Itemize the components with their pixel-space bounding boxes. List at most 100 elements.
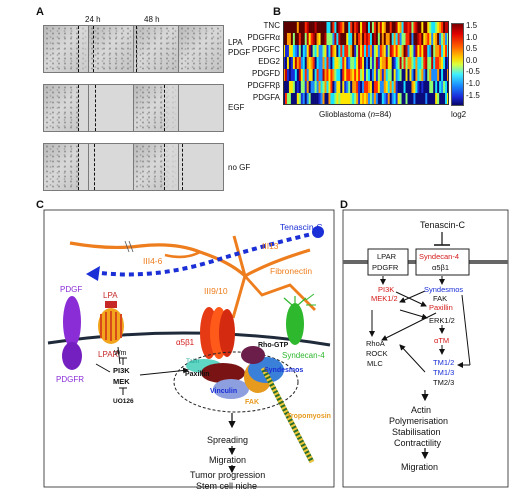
heatmap-cell — [397, 57, 400, 70]
heatmap-cell — [415, 57, 418, 70]
heatmap-cell — [437, 81, 440, 94]
heatmap-cell — [358, 69, 361, 82]
heatmap-cell — [306, 69, 309, 82]
scale-tick-7: -1.5 — [466, 90, 480, 100]
time-label-48h: 48 h — [144, 15, 160, 24]
heatmap-cell — [375, 69, 379, 82]
heatmap-cell — [377, 81, 381, 94]
heatmap-cell — [312, 69, 315, 82]
heatmap-cell — [387, 57, 391, 70]
heatmap-cell — [403, 81, 406, 94]
label-tenascin-c: Tenascin-C — [280, 222, 323, 232]
heatmap-cell — [304, 69, 308, 82]
heatmap-cell — [290, 93, 294, 105]
heatmap-cell — [393, 21, 396, 34]
heatmap-cell — [300, 93, 304, 105]
heatmap-cell — [385, 93, 389, 105]
heatmap-cell — [284, 93, 288, 105]
heatmap-cell — [413, 69, 416, 82]
heatmap-cell — [381, 21, 385, 34]
heatmap-cell — [286, 21, 290, 34]
heatmap-cell — [358, 21, 361, 34]
label-stem-cell-niche: Stem cell niche — [196, 481, 257, 491]
heatmap-cell — [292, 45, 296, 58]
heatmap-cell — [403, 69, 406, 82]
heatmap-cell — [395, 57, 398, 70]
heatmap-cell — [302, 45, 306, 58]
micrograph-lpa-pdgf-48h-b — [178, 25, 224, 73]
heatmap-cell — [298, 81, 302, 94]
heatmap-cell — [379, 33, 383, 46]
heatmap-cell — [306, 57, 309, 70]
heatmap-cell — [421, 33, 424, 46]
heatmap-cell — [316, 57, 319, 70]
heatmap-cell — [298, 57, 302, 70]
heatmap-cell — [413, 81, 416, 94]
heatmap-cell — [336, 69, 339, 82]
heatmap-cell — [342, 93, 345, 105]
heatmap-cell — [373, 69, 377, 82]
heatmap-cell — [443, 69, 446, 82]
label-spreading: Spreading — [207, 435, 248, 445]
label-d-rhoa: RhoA — [366, 339, 385, 348]
heatmap-cell — [362, 69, 365, 82]
heatmap-cell — [369, 33, 373, 46]
heatmap-cell — [318, 57, 321, 70]
syndecan-4-receptor — [286, 303, 304, 345]
pdgfr-receptor-top — [63, 296, 81, 348]
heatmap-cell — [409, 93, 412, 105]
heatmap-cell — [298, 33, 302, 46]
heatmap-xlabel-count: =84) — [375, 110, 392, 119]
heatmap-cell — [318, 45, 321, 58]
heatmap-cell — [328, 45, 331, 58]
heatmap-cell — [352, 69, 355, 82]
panel-letter-c: C — [36, 199, 44, 211]
heatmap-cell — [356, 81, 359, 94]
scale-label: log2 — [451, 110, 467, 119]
heatmap-cell — [431, 69, 434, 82]
heatmap-cell — [332, 33, 335, 46]
label-pdgfr: PDGFR — [56, 375, 84, 384]
heatmap-cell — [292, 93, 296, 105]
heatmap-cell — [399, 45, 402, 58]
panel-c-frame — [43, 209, 335, 488]
heatmap-cell — [332, 69, 335, 82]
heatmap-cell — [425, 93, 428, 105]
heatmap-cell — [342, 21, 345, 34]
lpar-pdgfr-box — [367, 248, 409, 276]
heatmap-cell — [292, 69, 296, 82]
heatmap-cell — [411, 69, 414, 82]
heatmap-cell — [310, 21, 313, 34]
heatmap-cell — [288, 45, 292, 58]
heatmap-cell — [354, 21, 357, 34]
heatmap-cell — [399, 21, 402, 34]
heatmap-cell — [356, 93, 359, 105]
heatmap-cell — [364, 45, 367, 58]
heatmap-cell — [306, 93, 309, 105]
heatmap-cell — [397, 33, 400, 46]
heatmap-cell — [409, 57, 412, 70]
heatmap-cell — [401, 45, 404, 58]
label-fak: FAK — [245, 399, 259, 406]
heatmap-cell — [375, 21, 379, 34]
heatmap-cell — [367, 69, 371, 82]
color-scale-bar — [451, 23, 464, 106]
label-d-actin: Actin — [411, 405, 431, 415]
gene-label-pdgfrb: PDGFRβ — [247, 81, 280, 90]
heatmap-cell — [385, 45, 389, 58]
micrograph-egf-24h-b — [88, 84, 134, 132]
heatmap-cell — [421, 93, 424, 105]
heatmap-cell — [387, 93, 391, 105]
arrow-paxillin-rhoa — [381, 312, 437, 341]
micrograph-nogf-24h — [43, 143, 89, 191]
heatmap-cell — [362, 81, 365, 94]
heatmap-cell — [294, 33, 298, 46]
heatmap-cell — [322, 81, 325, 94]
heatmap-cell — [411, 21, 414, 34]
heatmap-cell — [328, 21, 331, 34]
heatmap-cell — [283, 69, 286, 82]
heatmap-cell — [292, 81, 296, 94]
tropomyosin-filament — [260, 366, 315, 464]
heatmap-cell — [326, 81, 329, 94]
heatmap-cell — [336, 33, 339, 46]
